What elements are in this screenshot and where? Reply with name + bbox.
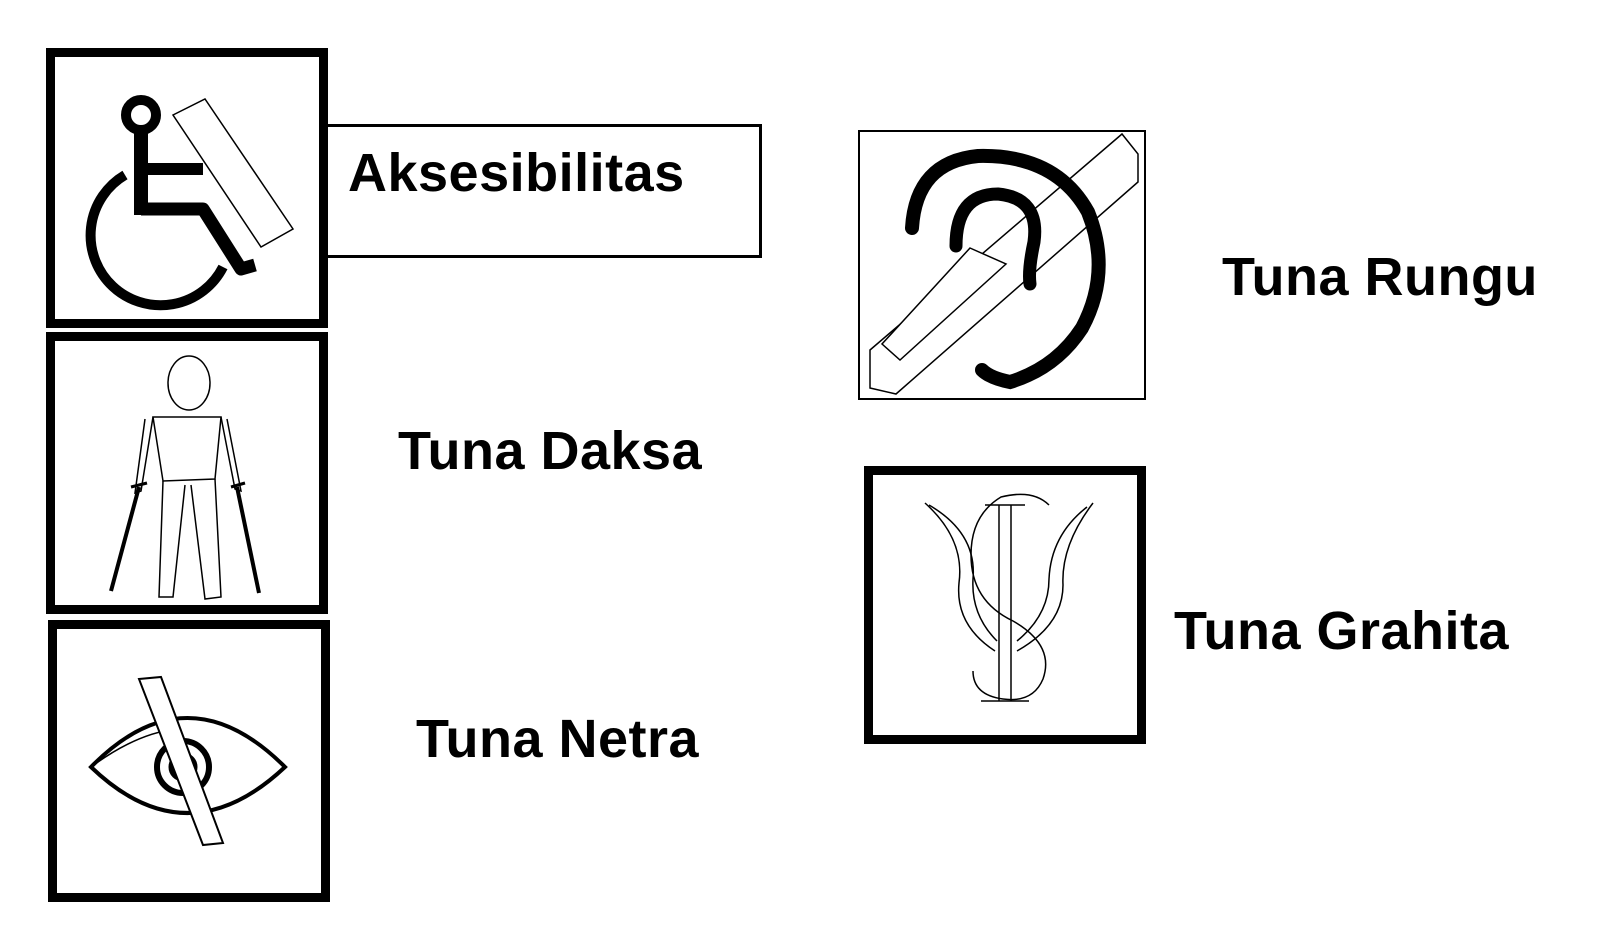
crossed-ear-icon (869, 132, 1139, 395)
tuna-grahita-label: Tuna Grahita (1174, 601, 1510, 661)
tuna-rungu-sign (858, 130, 1146, 400)
aksesibilitas-label-box (328, 124, 762, 258)
tuna-grahita-sign (864, 466, 1146, 744)
crutches-person-icon (109, 355, 261, 600)
aksesibilitas-label: Aksesibilitas (348, 143, 685, 203)
tuna-daksa-label: Tuna Daksa (398, 421, 703, 481)
wheelchair-sign (46, 48, 328, 328)
psi-flower-icon (924, 493, 1094, 702)
tuna-daksa-sign (46, 332, 328, 614)
tuna-netra-sign (48, 620, 330, 902)
crossed-eye-icon (88, 675, 288, 847)
tuna-rungu-label: Tuna Rungu (1222, 247, 1538, 307)
wheelchair-icon (85, 95, 295, 311)
tuna-netra-label: Tuna Netra (416, 709, 700, 769)
